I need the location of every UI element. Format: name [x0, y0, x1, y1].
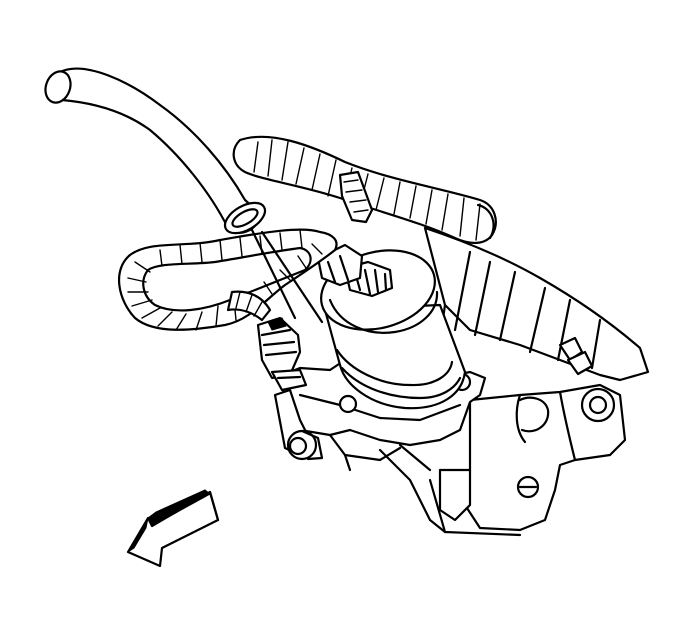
lower-wire-harness	[117, 228, 338, 331]
front-direction-arrow	[126, 489, 220, 568]
valve-body	[316, 243, 467, 410]
upper-wire-harness	[232, 135, 497, 244]
engine-block	[378, 226, 650, 537]
callout-leaders	[250, 228, 324, 324]
sensor-connector	[256, 316, 308, 392]
vacuum-hose	[44, 67, 267, 235]
